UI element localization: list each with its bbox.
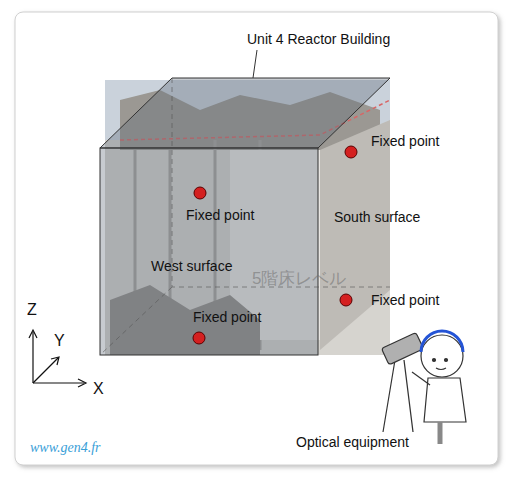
- frame: [15, 12, 498, 465]
- point-label: Fixed point: [371, 292, 439, 308]
- south-surface-face: South surface: [318, 78, 390, 355]
- axis-label: Z: [27, 302, 37, 318]
- building-title: Unit 4 Reactor Building: [247, 31, 390, 47]
- photo-watermark: 5階床レベル: [252, 271, 346, 287]
- watermark: www.gen4.fr: [30, 440, 101, 456]
- leader-line: [253, 50, 257, 78]
- axis-label: Y: [54, 333, 65, 349]
- axes: [29, 330, 86, 387]
- surface-label: West surface: [151, 258, 232, 274]
- axis-label: X: [93, 381, 104, 397]
- surveyor-figure: [381, 331, 466, 444]
- fixed-point-dots: [193, 146, 357, 344]
- point-label: Fixed point: [186, 207, 254, 223]
- point-label: Fixed point: [193, 309, 261, 325]
- point-label: Fixed point: [371, 133, 439, 149]
- surface-label: South surface: [334, 209, 420, 225]
- equipment-label: Optical equipment: [296, 434, 409, 450]
